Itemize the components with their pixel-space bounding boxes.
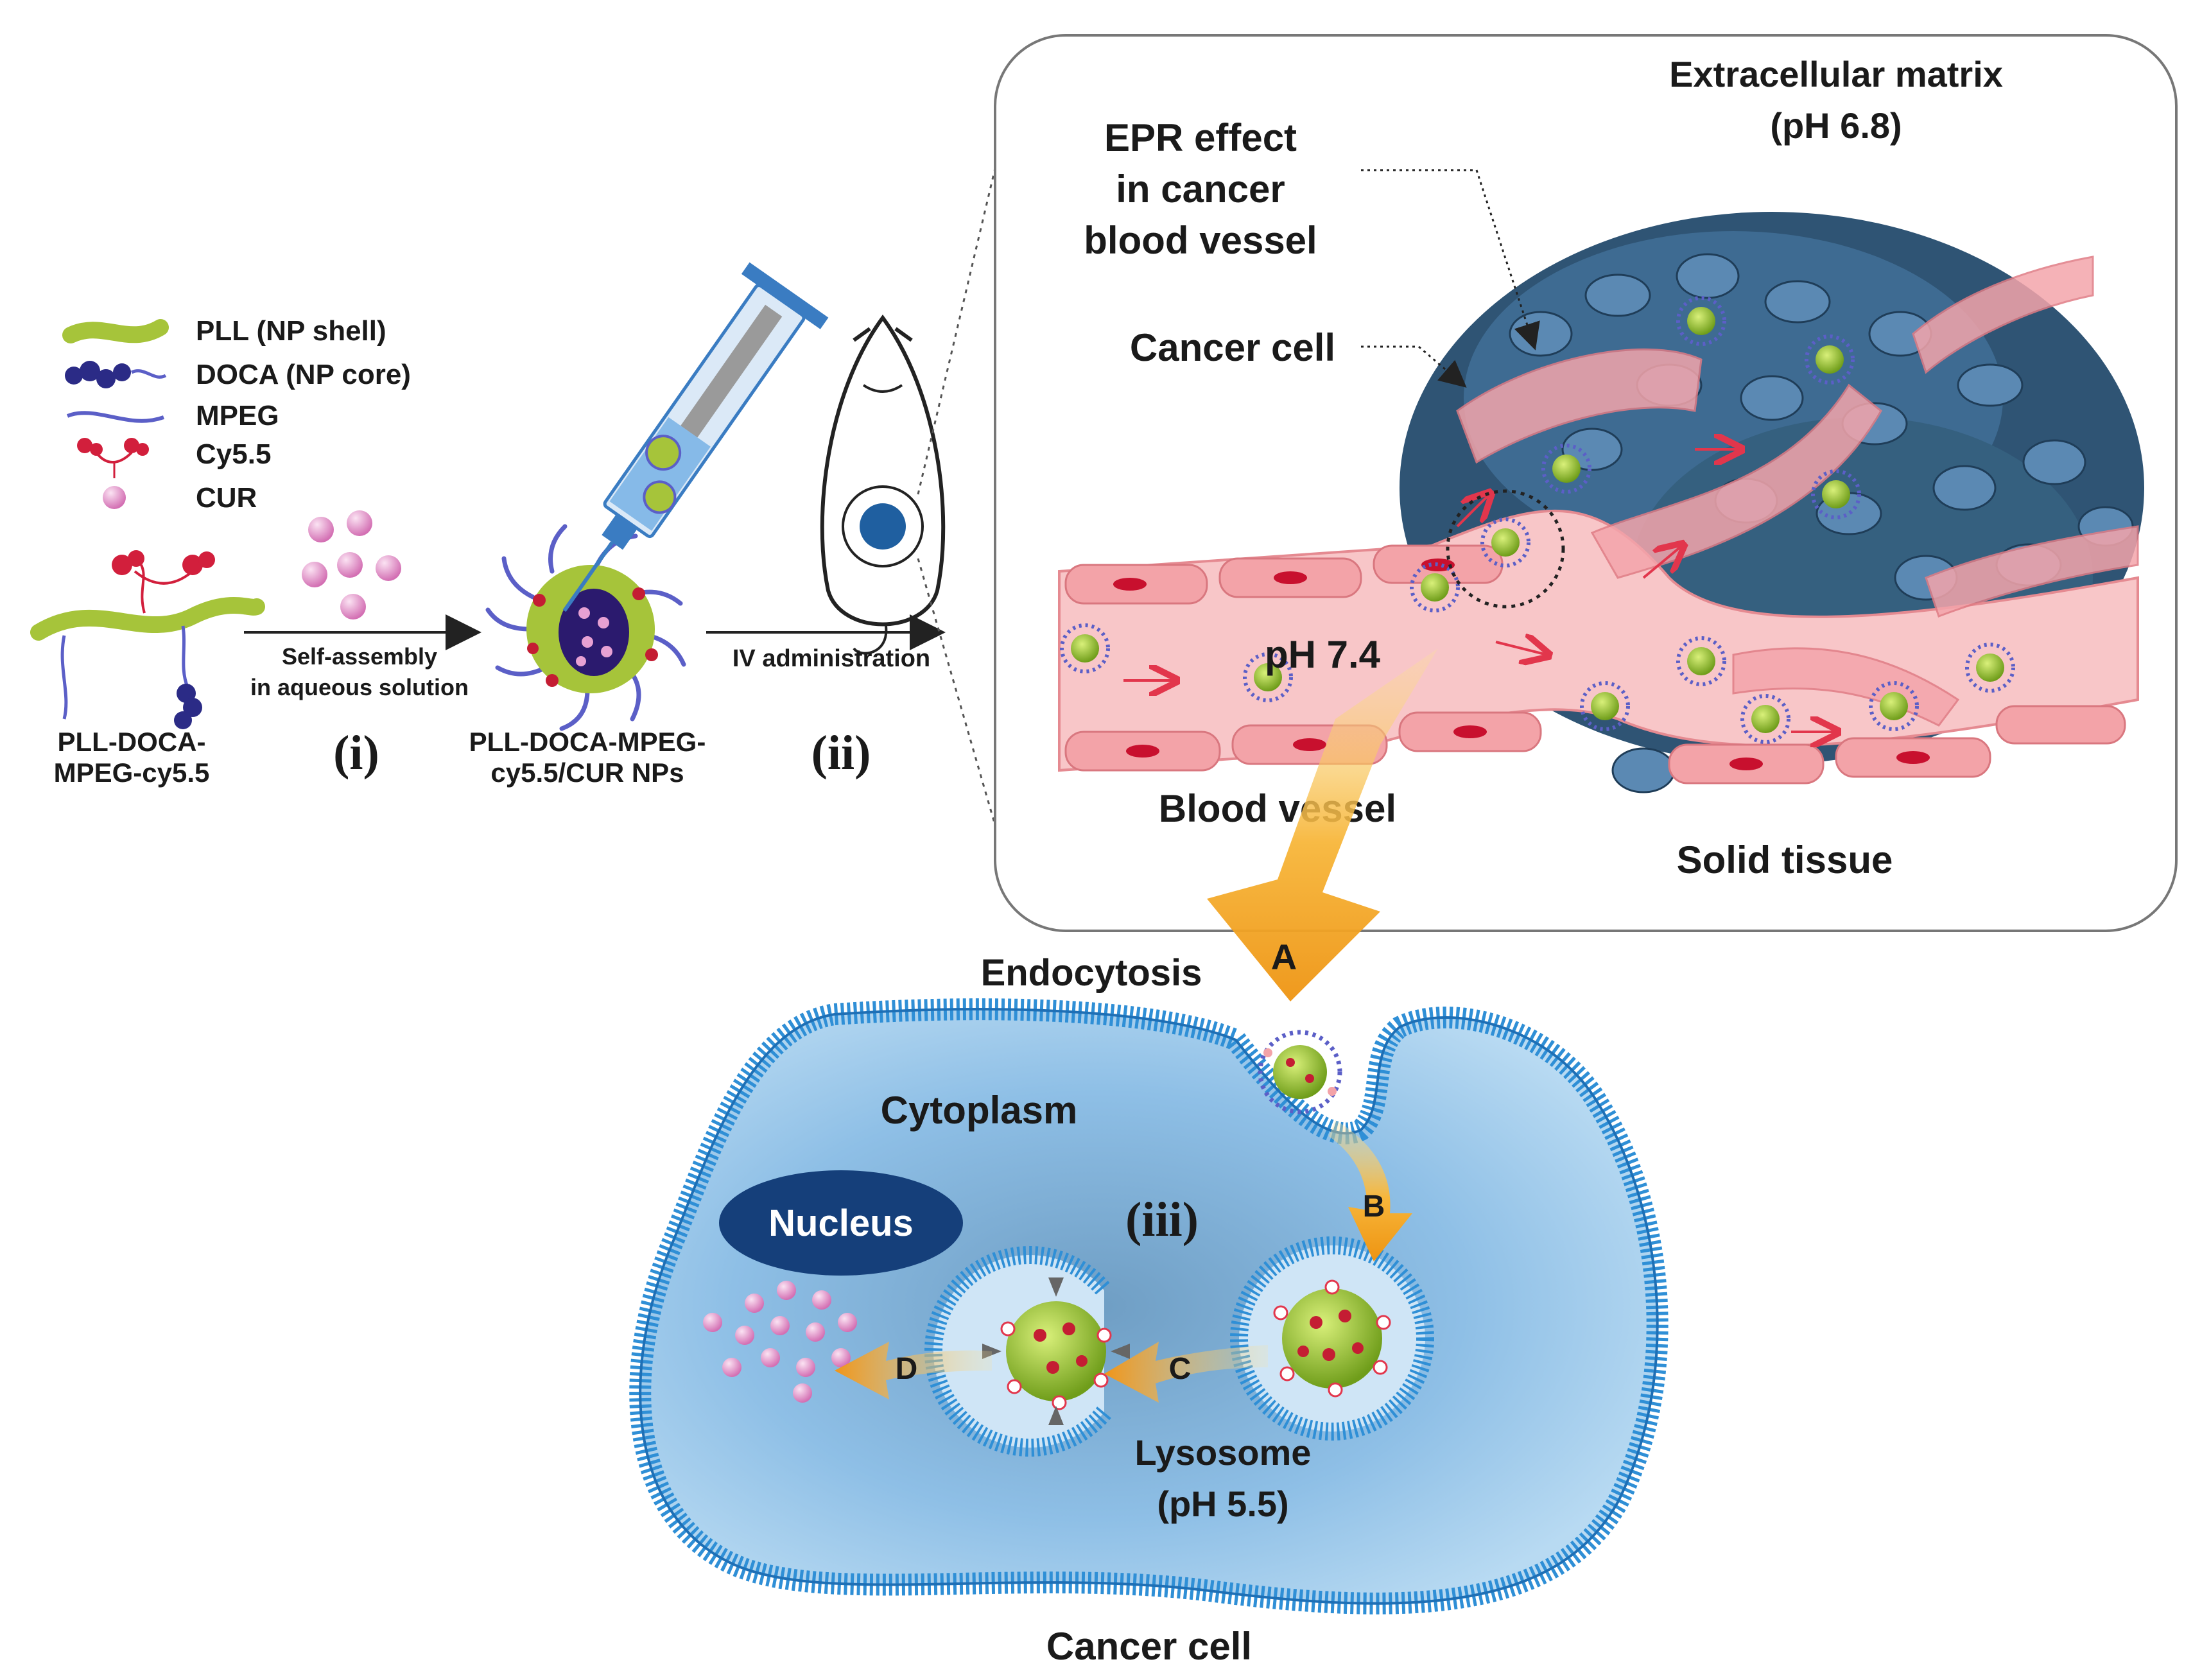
vessel-np [1676, 296, 1726, 346]
vessel-np [1740, 694, 1790, 744]
legend: PLL (NP shell) DOCA (NP core) MPEG Cy5.5… [62, 315, 411, 514]
vessel-nanoparticles [1060, 296, 2015, 744]
vessel-np [1676, 636, 1726, 686]
step-c-label: C [1169, 1352, 1192, 1386]
legend-label-mpeg: MPEG [196, 400, 279, 431]
cur-bead-cluster [302, 510, 401, 619]
legend-label-cy55: Cy5.5 [196, 438, 271, 470]
zoom-line-top [917, 141, 1003, 495]
vessel-np [1811, 469, 1861, 519]
vessel-np [1060, 623, 1110, 673]
endocytosis-label: Endocytosis [981, 952, 1202, 994]
step2-caption: IV administration [732, 645, 930, 672]
syringe-icon [562, 262, 829, 612]
nanoparticle-illustration [485, 524, 686, 731]
cy55-dye-icon [77, 438, 149, 478]
vessel-np [1480, 517, 1530, 567]
mpeg-chain-icon [66, 411, 165, 423]
zoom-line-bottom [917, 558, 1003, 848]
tumor-panel: Extracellular matrix (pH 6.8) EPR effect… [994, 34, 2178, 932]
endocytosis-nanoparticle [1258, 1030, 1342, 1114]
lysosome-left [924, 1246, 1130, 1457]
cancer-cell-leader-line [1361, 345, 1467, 388]
nucleus-label: Nucleus [768, 1202, 914, 1244]
legend-label-doca: DOCA (NP core) [196, 359, 411, 390]
epr-label-line2: in cancer [1116, 168, 1285, 211]
pll-shell-icon [62, 319, 169, 343]
vessel-np [1869, 681, 1919, 731]
nucleus [719, 1170, 963, 1276]
cytoplasm-label: Cytoplasm [881, 1089, 1078, 1132]
step-a-label: A [1271, 937, 1297, 977]
legend-label-pll: PLL (NP shell) [196, 315, 386, 347]
cancer-cell: Nucleus [629, 937, 1669, 1615]
blood-ph-label: pH 7.4 [1265, 633, 1381, 676]
polymer-label-line2: MPEG-cy5.5 [54, 758, 210, 788]
vessel-np [1805, 334, 1855, 385]
step-b-label: B [1363, 1190, 1385, 1224]
vessel-np [1243, 652, 1293, 702]
step3-numeral: (iii) [1125, 1193, 1199, 1247]
epr-label-line1: EPR effect [1104, 116, 1297, 159]
lysosome-label-line1: Lysosome [1135, 1432, 1312, 1473]
extracellular-label-line1: Extracellular matrix [1669, 54, 2003, 94]
vessel-np [1410, 562, 1460, 612]
nanoparticle-label-line2: cy5.5/CUR NPs [490, 758, 684, 788]
lysosome-label-line2: (pH 5.5) [1157, 1484, 1288, 1524]
lysosome-right [1230, 1236, 1434, 1441]
solid-tissue-label: Solid tissue [1677, 838, 1893, 881]
vessel-np [1580, 681, 1630, 731]
step2-numeral: (ii) [811, 726, 871, 780]
step1-numeral: (i) [333, 726, 379, 780]
cell-membrane [629, 998, 1669, 1615]
epr-label-line3: blood vessel [1084, 219, 1317, 262]
released-cur-beads [703, 1281, 857, 1403]
blood-vessel [1058, 255, 2139, 784]
step-b-arrow [1329, 1120, 1412, 1261]
extracellular-label-line2: (pH 6.8) [1770, 105, 1902, 146]
cur-drug-icon [103, 486, 126, 509]
endocytosis-arrow [1207, 648, 1438, 1001]
epr-highlight-circle [1446, 489, 1565, 609]
legend-label-cur: CUR [196, 482, 257, 514]
vessel-np [1541, 444, 1591, 494]
nanoparticle-label-line1: PLL-DOCA-MPEG- [469, 727, 706, 757]
vessel-np [1965, 643, 2015, 693]
step-c-arrow [1104, 1342, 1268, 1403]
doca-core-icon [65, 361, 167, 388]
step-d-label: D [896, 1352, 918, 1386]
polymer-label-line1: PLL-DOCA- [58, 727, 206, 757]
cancer-cell-label-panel: Cancer cell [1130, 326, 1335, 369]
cancer-cell-label-bottom: Cancer cell [1046, 1625, 1252, 1668]
mouse-icon [820, 314, 946, 655]
step-d-arrow [835, 1342, 992, 1399]
epr-leader-line [1361, 169, 1540, 351]
polymer-illustration [30, 550, 265, 729]
step1-caption-line1: Self-assembly [282, 643, 437, 670]
step1-caption-line2: in aqueous solution [250, 674, 469, 700]
